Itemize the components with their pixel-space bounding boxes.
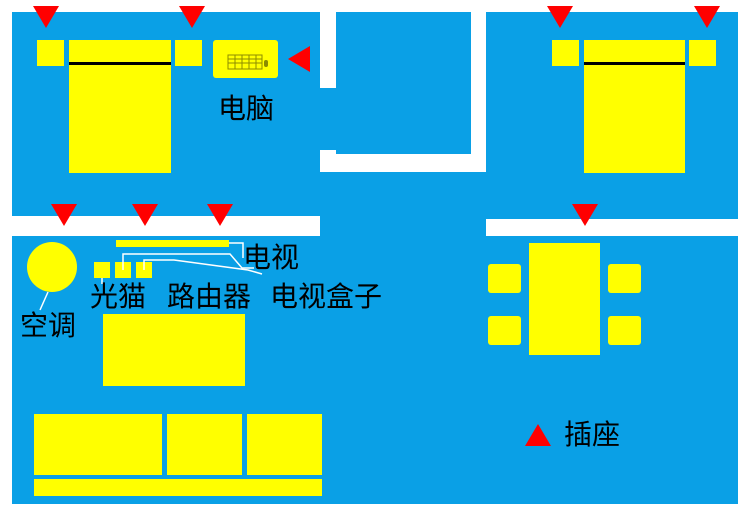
sofa-seat-1	[34, 414, 162, 475]
dining-chair-3	[608, 264, 641, 293]
tv	[116, 240, 229, 247]
hallway-upper	[336, 12, 471, 154]
bed-headboard-line-2	[584, 62, 685, 65]
label-modem: 光猫	[90, 280, 147, 313]
legend-outlet-icon	[525, 424, 551, 446]
dining-chair-1	[488, 264, 521, 293]
label-tv-box: 电视盒子	[270, 280, 383, 313]
outlet-marker-icon	[207, 204, 233, 226]
outlet-marker-icon	[179, 6, 205, 28]
outlet-marker-icon	[572, 204, 598, 226]
label-tv: 电视	[243, 241, 300, 274]
outlet-marker-icon	[288, 46, 310, 72]
outlet-marker-icon	[51, 204, 77, 226]
nightstand-left-2	[552, 40, 579, 66]
nightstand-right-2	[689, 40, 716, 66]
label-router: 路由器	[167, 280, 252, 313]
hallway-gap	[320, 88, 338, 150]
label-computer: 电脑	[218, 92, 275, 125]
dining-chair-4	[608, 316, 641, 345]
living-connector	[320, 216, 486, 238]
label-air-conditioner: 空调	[20, 309, 77, 342]
nightstand-left	[37, 40, 64, 66]
dining-table	[529, 243, 600, 355]
sofa-seat-2	[167, 414, 242, 475]
air-conditioner	[27, 242, 77, 292]
dining-chair-2	[488, 316, 521, 345]
outlet-marker-icon	[33, 6, 59, 28]
outlet-marker-icon	[694, 6, 720, 28]
nightstand-right	[175, 40, 202, 66]
coffee-table	[103, 314, 245, 386]
sofa-base	[34, 479, 322, 496]
modem	[94, 262, 110, 278]
sofa-seat-3	[247, 414, 322, 475]
outlet-marker-icon	[547, 6, 573, 28]
legend-outlet-label: 插座	[564, 418, 621, 451]
bed-headboard-line	[69, 62, 171, 65]
corridor	[320, 172, 738, 219]
outlet-marker-icon	[132, 204, 158, 226]
